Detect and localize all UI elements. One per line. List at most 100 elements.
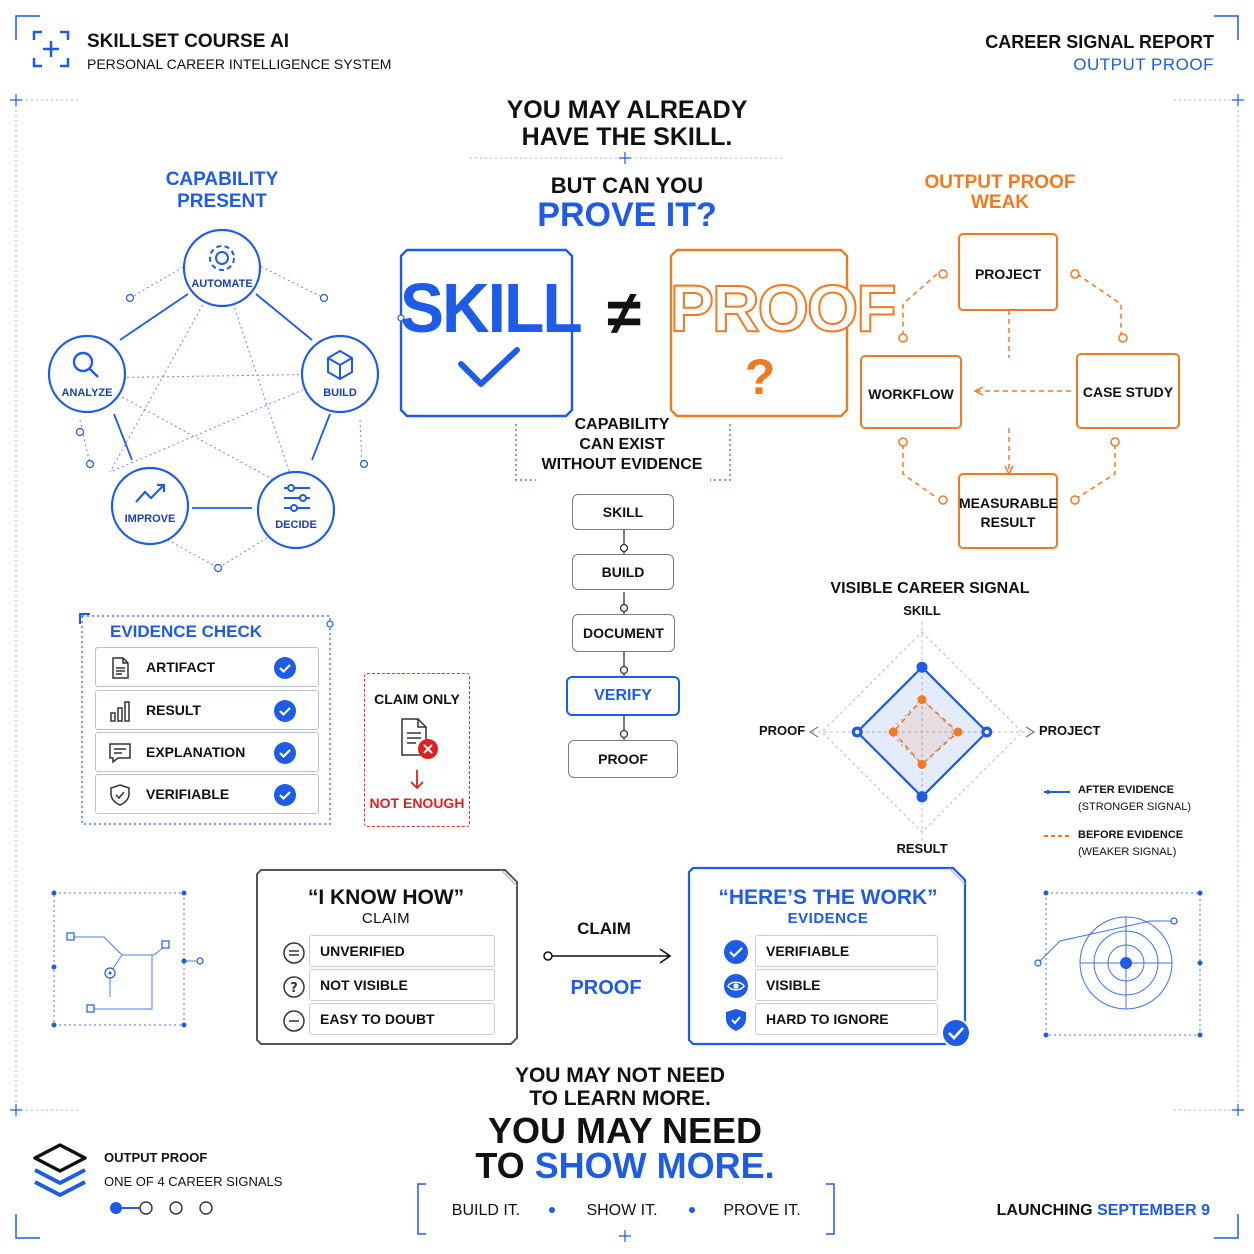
evidence-item: HARD TO IGNORE — [755, 1003, 938, 1035]
flow-step-build: BUILD — [572, 554, 674, 590]
claim-only-box — [364, 673, 470, 827]
legend-before-swatch — [1044, 835, 1070, 837]
claim-item: EASY TO DOUBT — [309, 1003, 495, 1035]
launch-text: LAUNCHING SEPTEMBER 9 — [997, 1202, 1210, 1220]
evidence-label: RESULT — [146, 702, 201, 718]
caption-line2: CAN EXIST — [579, 436, 665, 453]
equals-circle-icon — [283, 942, 305, 964]
node-automate: AUTOMATE — [191, 278, 252, 290]
claim-only-title: CLAIM ONLY — [374, 691, 460, 707]
claim-item: NOT VISIBLE — [309, 969, 495, 1001]
node-analyze: ANALYZE — [62, 387, 113, 399]
claim-card-sub: CLAIM — [361, 910, 411, 927]
output-proof-title2: WEAK — [970, 192, 1030, 213]
capability-title1: CAPABILITY — [165, 169, 279, 190]
evidence-card-sub: EVIDENCE — [787, 910, 869, 927]
check-circle-icon — [274, 700, 296, 722]
flow-step-verify: VERIFY — [566, 676, 680, 716]
node-improve: IMPROVE — [125, 513, 176, 525]
checkmark-icon — [458, 347, 520, 387]
skill-box — [397, 248, 574, 418]
proof-question-mark: ? — [744, 349, 776, 405]
check-circle-icon — [274, 742, 296, 764]
radar-axis-result: RESULT — [896, 841, 948, 856]
radar-series-before-point-0 — [917, 695, 927, 705]
radar-title: VISIBLE CAREER SIGNAL — [830, 580, 1030, 597]
evidence-row-artifact: ARTIFACT — [95, 647, 319, 687]
radar-arrow-right — [1025, 726, 1036, 738]
launch-date: SEPTEMBER 9 — [1097, 1202, 1210, 1219]
headline-line1: YOU MAY ALREADY — [506, 96, 748, 124]
evidence-label: ARTIFACT — [146, 659, 216, 675]
gear-icon — [209, 245, 235, 271]
capability-title2: PRESENT — [177, 191, 267, 212]
claim-card-title: “I KNOW HOW” — [307, 886, 465, 909]
arrow-top-label: CLAIM — [577, 919, 631, 938]
check-circle-icon — [724, 940, 748, 964]
evidence-check-frame — [79, 613, 334, 825]
document-x-icon — [401, 718, 438, 759]
proof-box — [669, 248, 851, 418]
legend-after-label: AFTER EVIDENCE — [1078, 784, 1174, 796]
radar-grid-ring-2 — [888, 698, 956, 766]
circuit-decoration-left — [51, 890, 204, 1028]
evidence-card-title: “HERE’S THE WORK” — [718, 886, 938, 909]
brand-logo-icon — [32, 30, 70, 68]
question-circle-icon: ? — [283, 976, 305, 998]
caption-line1: CAPABILITY — [574, 416, 670, 433]
node-decide: DECIDE — [275, 519, 317, 531]
node-project: PROJECT — [974, 266, 1042, 282]
brand-name: SKILLSET COURSE AI — [87, 31, 289, 52]
evidence-row-verifiable: VERIFIABLE — [95, 774, 319, 814]
check-circle-icon — [274, 657, 296, 679]
node-result: RESULT — [980, 514, 1036, 530]
progress-dots — [110, 1201, 213, 1215]
tagline-show: SHOW IT. — [586, 1202, 658, 1219]
target-decoration-right — [1034, 890, 1203, 1038]
arrow-right-icon — [543, 948, 672, 964]
footer-subtitle: ONE OF 4 CAREER SIGNALS — [104, 1174, 283, 1189]
report-subtitle: OUTPUT PROOF — [1073, 55, 1214, 74]
radar-axis-proof: PROOF — [759, 723, 806, 738]
sliders-icon — [284, 484, 310, 512]
tagline-build: BUILD IT. — [451, 1202, 521, 1219]
claim-item: UNVERIFIED — [309, 935, 495, 967]
radar-series-before-point-1 — [953, 727, 963, 737]
tagline-prove: PROVE IT. — [723, 1202, 801, 1219]
shield-check-icon — [726, 1009, 746, 1031]
evidence-item: VISIBLE — [755, 969, 938, 1001]
eye-icon — [724, 974, 748, 998]
minus-circle-icon — [283, 1010, 305, 1032]
document-icon — [112, 657, 129, 679]
report-title: CAREER SIGNAL REPORT — [985, 32, 1214, 52]
evidence-item: VERIFIABLE — [755, 935, 938, 967]
radar-series-before-point-2 — [917, 759, 927, 769]
check-circle-icon — [274, 784, 296, 806]
radar-series-after-point-2 — [916, 791, 928, 803]
shield-icon — [110, 784, 130, 806]
radar-series-before-point-3 — [888, 727, 898, 737]
node-case-study: CASE STUDY — [1082, 384, 1174, 400]
not-enough-label: NOT ENOUGH — [369, 795, 465, 811]
evidence-check-title: EVIDENCE CHECK — [110, 622, 263, 641]
brand-subtitle: PERSONAL CAREER INTELLIGENCE SYSTEM — [87, 56, 392, 72]
launch-prefix: LAUNCHING — [996, 1202, 1093, 1219]
legend-before-label: BEFORE EVIDENCE — [1078, 829, 1184, 841]
layers-icon — [33, 1143, 87, 1197]
node-build: BUILD — [323, 387, 357, 399]
headline-line2: HAVE THE SKILL. — [521, 123, 733, 151]
question-line2: PROVE IT? — [537, 196, 717, 234]
magnifier-icon — [72, 351, 99, 378]
caption-line3: WITHOUT EVIDENCE — [541, 456, 703, 473]
bar-chart-icon — [110, 701, 130, 722]
closing-line3: YOU MAY NEED — [487, 1110, 763, 1151]
radar-series-after-point-0 — [916, 661, 928, 673]
not-equal-sign: ≠ — [606, 279, 642, 348]
footer-title: OUTPUT PROOF — [104, 1150, 208, 1165]
capability-network: AUTOMATE ANALYZE BUILD IMPROVE DECIDE — [47, 228, 380, 573]
trend-icon — [135, 483, 166, 503]
evidence-label: EXPLANATION — [146, 744, 246, 760]
legend-before-sub: (WEAKER SIGNAL) — [1078, 846, 1177, 858]
evidence-label: VERIFIABLE — [146, 786, 230, 802]
